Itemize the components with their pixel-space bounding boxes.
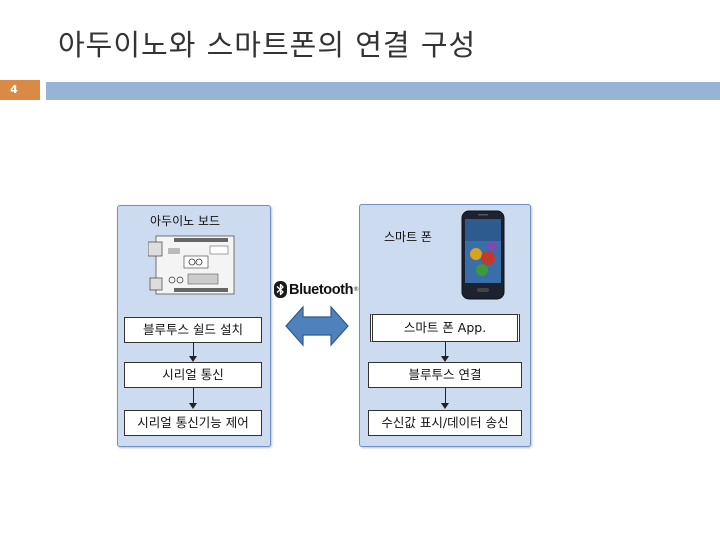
step-serial-control: 시리얼 통신기능 제어 <box>124 410 262 436</box>
slide-title: 아두이노와 스마트폰의 연결 구성 <box>58 28 477 62</box>
step-bluetooth-shield: 블루투스 쉴드 설치 <box>124 317 262 343</box>
page-number: 4 <box>10 83 18 96</box>
arrow-connector <box>445 388 446 404</box>
bluetooth-logo: Bluetooth® <box>274 281 359 298</box>
bluetooth-label: Bluetooth <box>289 281 354 298</box>
arduino-board-icon <box>148 235 235 295</box>
bluetooth-icon <box>274 281 287 298</box>
arrow-connector <box>193 388 194 404</box>
arrow-head-icon <box>189 403 197 409</box>
step-serial-comm: 시리얼 통신 <box>124 362 262 388</box>
page-number-badge: 4 <box>0 80 40 100</box>
step-smartphone-app: 스마트 폰 App. <box>370 314 520 342</box>
smartphone-panel-title: 스마트 폰 <box>384 230 432 244</box>
step-display-send: 수신값 표시/데이터 송신 <box>368 410 522 436</box>
header-bar <box>46 82 720 100</box>
arduino-panel-title: 아두이노 보드 <box>150 214 221 228</box>
arrow-connector <box>193 343 194 357</box>
arrow-head-icon <box>441 403 449 409</box>
step-bluetooth-connect: 블루투스 연결 <box>368 362 522 388</box>
arrow-connector <box>445 342 446 357</box>
smartphone-icon <box>461 210 505 300</box>
double-arrow-icon <box>285 305 349 347</box>
arrow-head-icon <box>441 356 449 362</box>
registered-mark: ® <box>353 286 360 293</box>
arrow-head-icon <box>189 356 197 362</box>
